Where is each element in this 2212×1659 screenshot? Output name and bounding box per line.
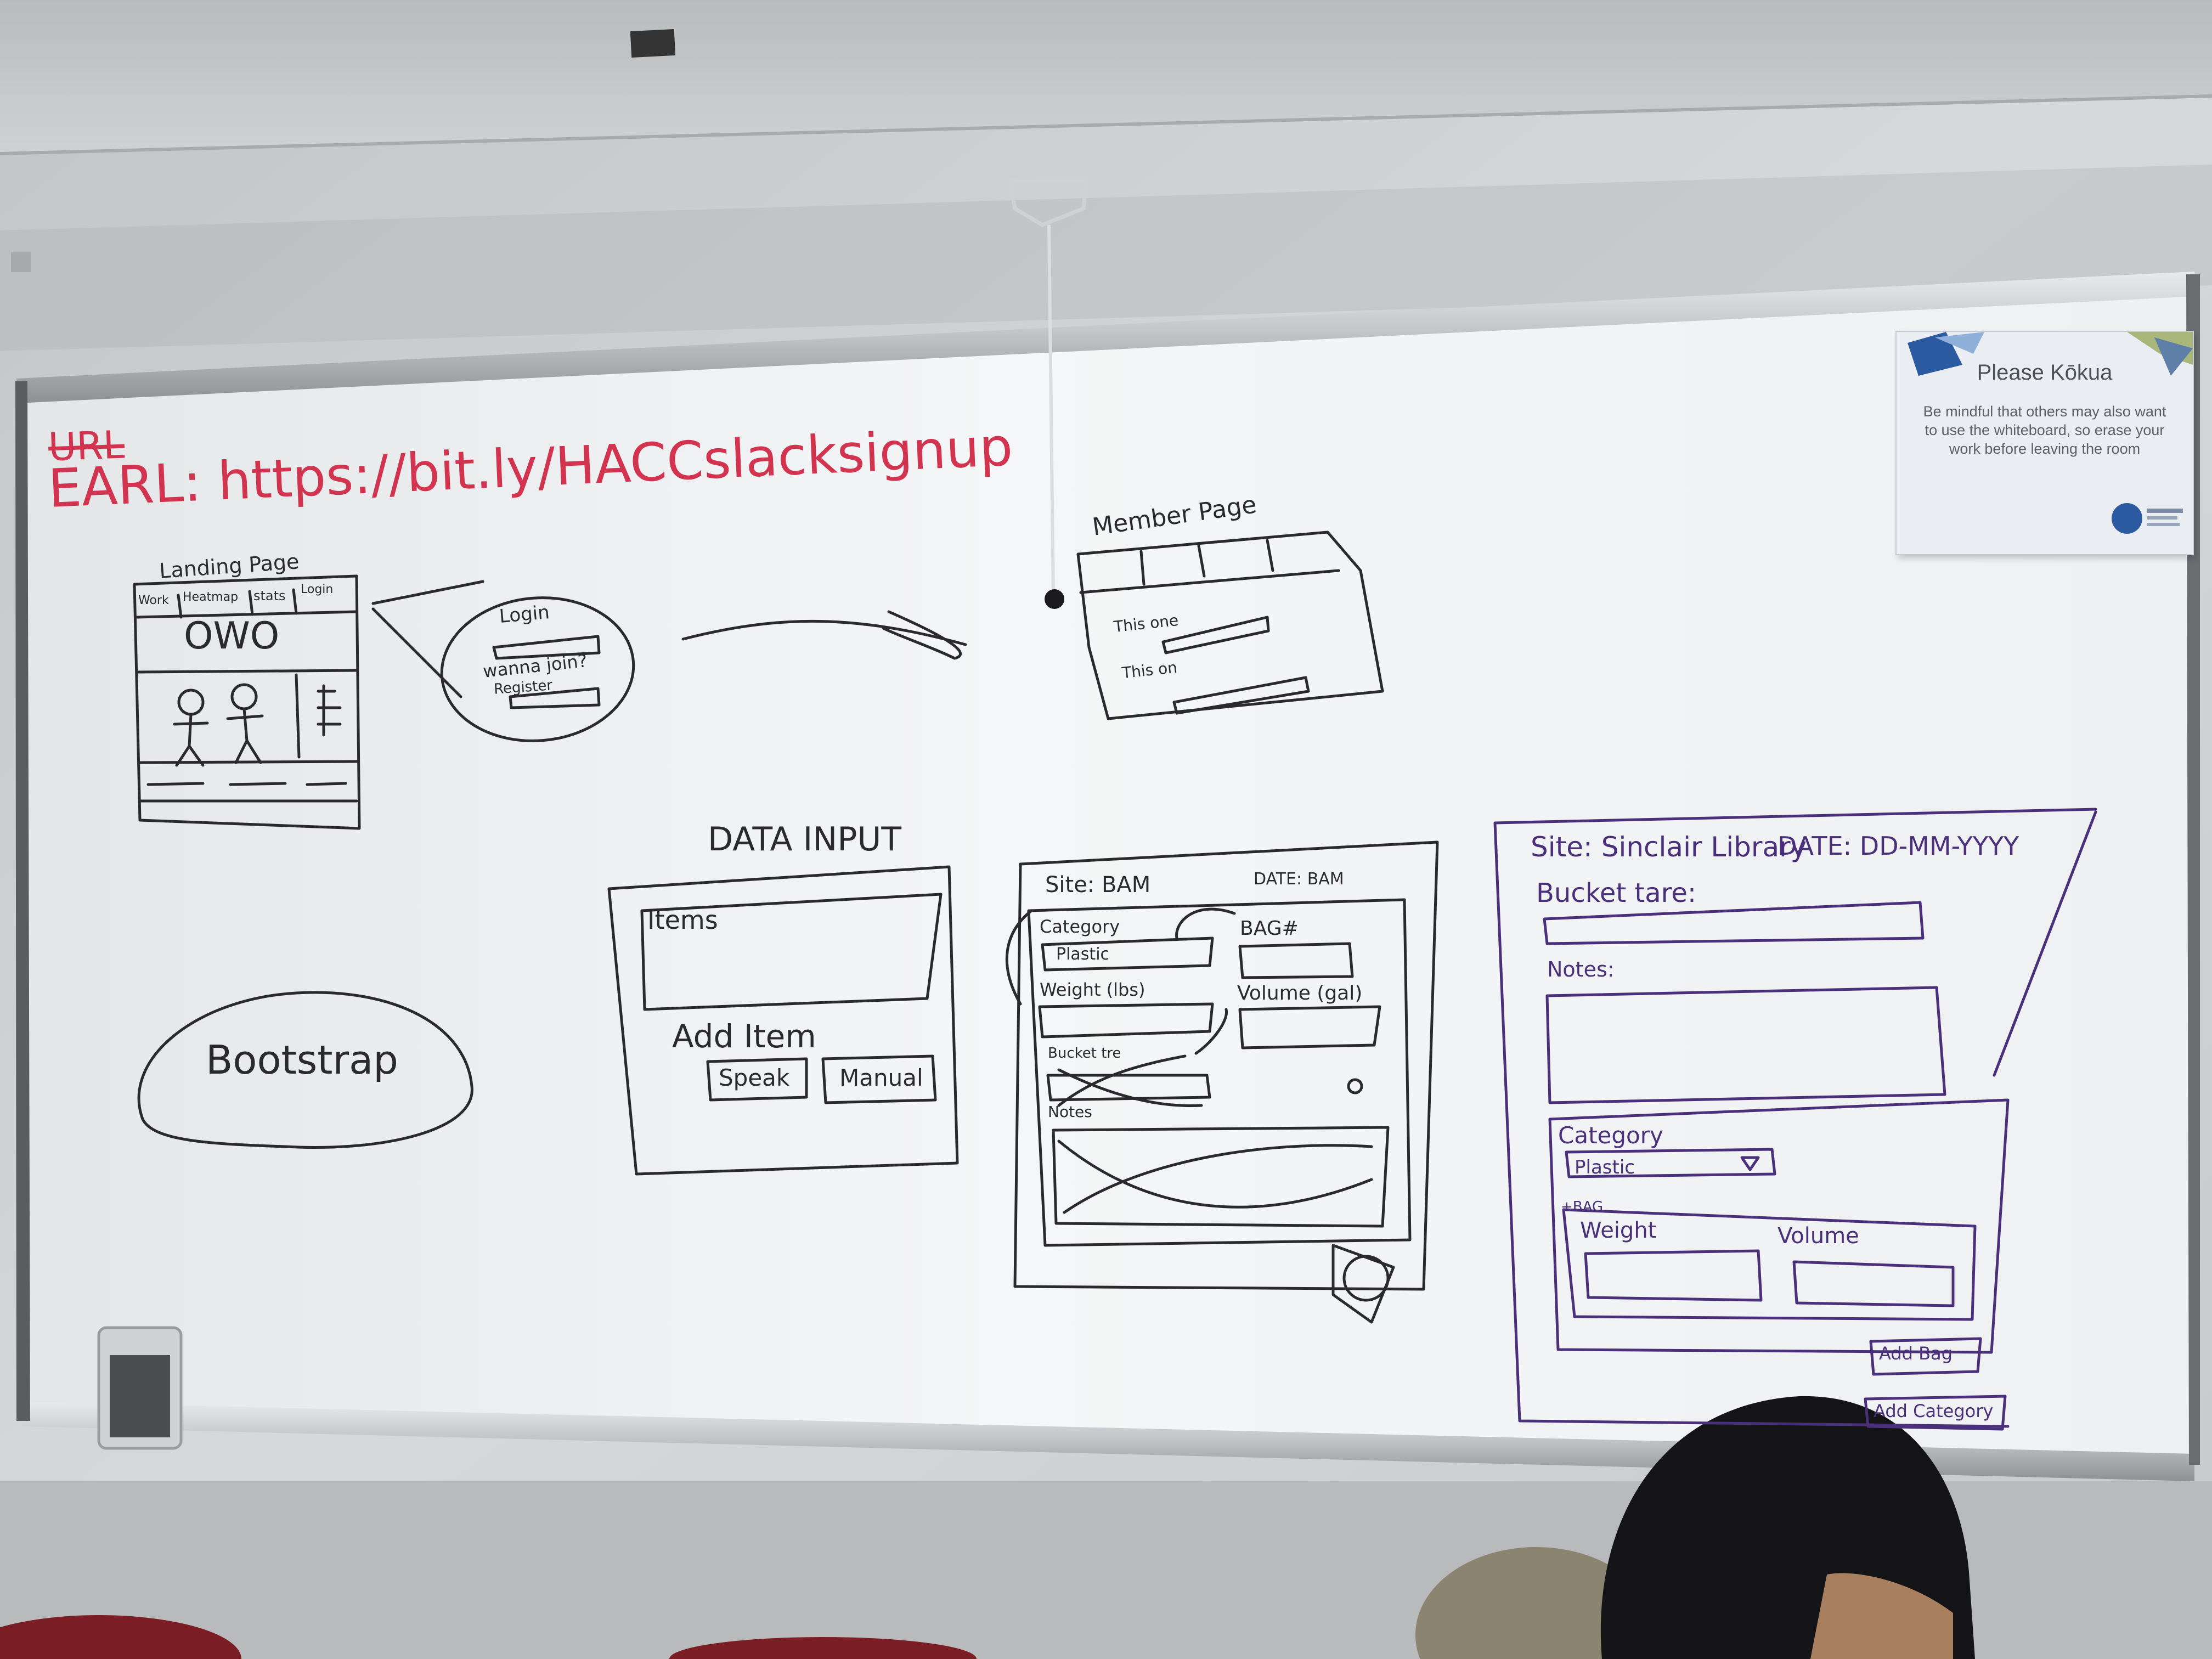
landing-nav-login: Login [301, 583, 334, 596]
form-a-date: DATE: BAM [1254, 870, 1344, 889]
form-b-notes: Notes: [1547, 957, 1615, 981]
form-b-bag: +BAG [1561, 1199, 1604, 1215]
form-a-bag: BAG# [1240, 917, 1299, 940]
data-input-title: DATA INPUT [708, 820, 901, 859]
landing-nav-stats: stats [253, 588, 286, 603]
bootstrap-label: Bootstrap [206, 1037, 398, 1083]
form-b-category-value: Plastic [1575, 1156, 1635, 1178]
form-b-sketch [1493, 808, 2097, 1431]
form-a-category: Category [1040, 916, 1120, 937]
form-a-notes: Notes [1048, 1103, 1092, 1121]
landing-nav-work: Work [138, 594, 169, 607]
form-b-add-bag: Add Bag [1879, 1343, 1953, 1364]
form-b-add-category: Add Category [1874, 1401, 1994, 1421]
form-b-bucket-tare: Bucket tare: [1536, 878, 1697, 909]
notice-logo [2112, 503, 2183, 534]
form-a-site: Site: BAM [1045, 872, 1151, 898]
bubble-login: Login [498, 601, 551, 628]
form-b-date: DATE: DD-MM-YYYY [1778, 831, 2019, 861]
notice-decoration [1908, 332, 2193, 376]
notice-title: Please Kōkua [1977, 360, 2113, 385]
data-input-items: Items [647, 905, 718, 935]
data-input-speak: Speak [719, 1064, 790, 1091]
whiteboard-notice: Please Kōkua Be mindful that others may … [1895, 331, 2194, 555]
form-b-volume: Volume [1778, 1223, 1859, 1249]
form-a-category-value: Plastic [1056, 945, 1110, 964]
landing-page-sketch [133, 574, 361, 830]
form-a-weight: Weight (lbs) [1040, 979, 1146, 1000]
data-input-add-item: Add Item [672, 1018, 816, 1055]
data-input-manual: Manual [839, 1064, 923, 1091]
form-a-volume: Volume (gal) [1237, 982, 1363, 1005]
form-b-site: Site: Sinclair Library [1531, 831, 1807, 863]
landing-nav-heatmap: Heatmap [183, 590, 239, 604]
landing-logo: OWO [184, 614, 280, 658]
form-a-sketch [1005, 840, 1439, 1324]
form-b-weight: Weight [1580, 1218, 1657, 1243]
member-page-sketch [1076, 531, 1384, 720]
form-b-category: Category [1558, 1122, 1663, 1149]
data-input-sketch [607, 865, 959, 1176]
notice-body: Be mindful that others may also want to … [1923, 403, 2166, 457]
form-a-bucket: Bucket tre [1048, 1045, 1121, 1062]
